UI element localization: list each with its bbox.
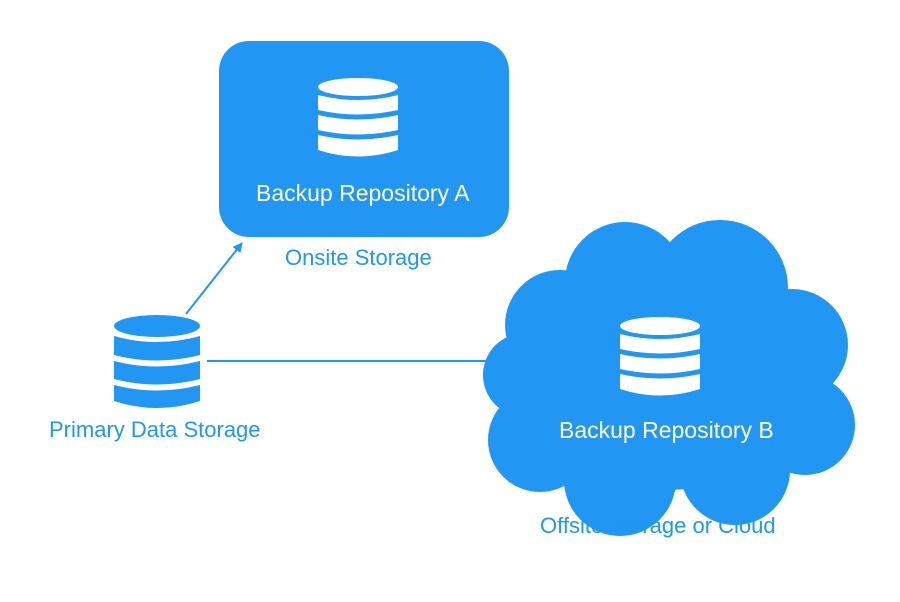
database-icon (620, 317, 700, 396)
edge-primary-to-repo-a (185, 242, 243, 315)
repo-b-cloud (483, 220, 855, 536)
primary-storage-label: Primary Data Storage (49, 417, 261, 442)
repo-b-caption: Offsite Storage or Cloud (540, 513, 776, 538)
database-icon (318, 78, 398, 157)
repo-b-title: Backup Repository B (559, 417, 774, 443)
repo-a-caption: Onsite Storage (285, 245, 432, 270)
repo-a-title: Backup Repository A (256, 180, 470, 206)
database-icon (114, 315, 200, 408)
repo-a-box (219, 41, 509, 237)
